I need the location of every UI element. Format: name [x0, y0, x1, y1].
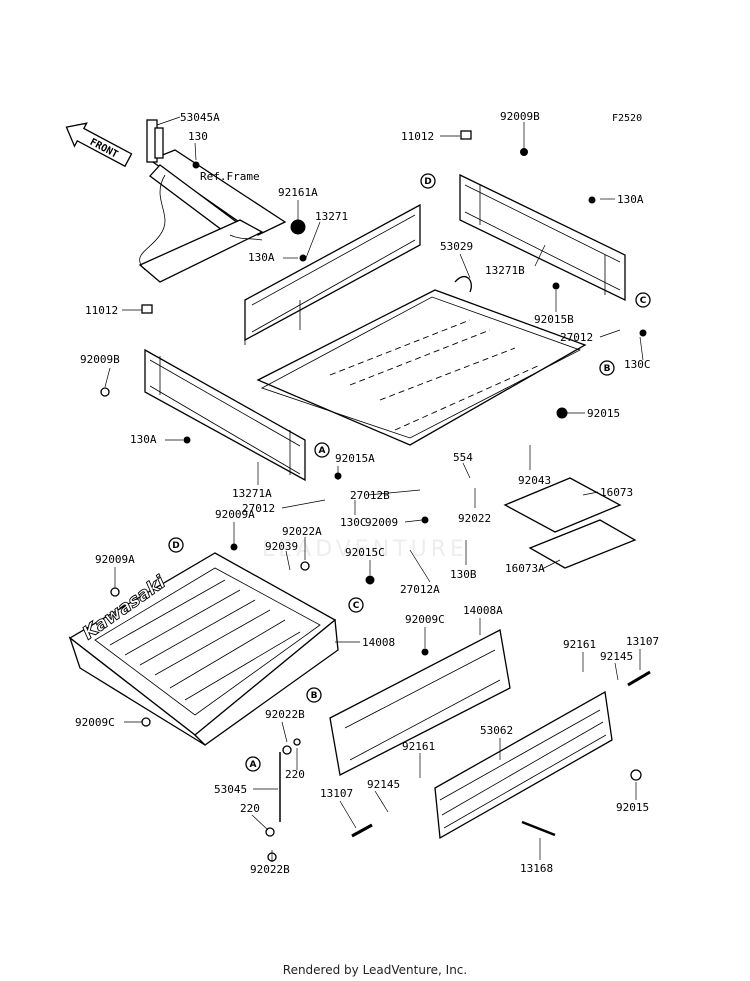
part-label: 13168: [520, 862, 553, 875]
part-label: 92015: [616, 801, 649, 814]
part-label: 53029: [440, 240, 473, 253]
svg-text:B: B: [604, 364, 611, 374]
part-label: 130A: [248, 251, 275, 264]
mat-16073A: [528, 519, 637, 569]
part-label: 27012: [560, 331, 593, 344]
svg-text:A: A: [319, 446, 326, 456]
callout-D-top: D: [420, 173, 436, 189]
front-arrow: FRONT: [65, 122, 133, 168]
footer-credit: Rendered by LeadVenture, Inc.: [282, 963, 468, 977]
svg-text:D: D: [172, 541, 179, 551]
part-label: 53045A: [180, 111, 220, 124]
cap-92161A: [290, 219, 306, 235]
callout-C-bed: C: [348, 597, 364, 613]
part-label: 27012B: [350, 489, 390, 502]
part-label: 13271: [315, 210, 348, 223]
callout-C-right: C: [635, 292, 651, 308]
part-label: 13271A: [232, 487, 272, 500]
part-label: 220: [285, 768, 305, 781]
callout-D-bed: D: [168, 537, 184, 553]
callout-B-bed: B: [306, 687, 322, 703]
callout-A-bottom: A: [245, 756, 261, 772]
mat-16073: [503, 477, 622, 533]
rod-13168: [521, 820, 556, 837]
pin-13107-bottom: [351, 823, 373, 838]
part-label: 11012: [401, 130, 434, 143]
part-label: 13107: [626, 635, 659, 648]
part-label: 92022: [458, 512, 491, 525]
part-label: 130: [188, 130, 208, 143]
part-label: 92022B: [265, 708, 305, 721]
tailgate-panel-14008A: [329, 629, 511, 776]
part-label: 92009A: [95, 553, 135, 566]
part-label: 11012: [85, 304, 118, 317]
callout-A-left: A: [314, 442, 330, 458]
part-label: 16073A: [505, 562, 545, 575]
part-label: 16073: [600, 486, 633, 499]
side-panel-13271: [244, 203, 421, 345]
part-label: 92145: [367, 778, 400, 791]
part-label: 554: [453, 451, 473, 464]
part-label: 130C: [340, 516, 367, 529]
part-label: 130C: [624, 358, 651, 371]
part-label: 92022A: [282, 525, 322, 538]
drawing-code: F2520: [612, 113, 643, 124]
svg-text:C: C: [640, 296, 647, 306]
part-label: 92009: [365, 516, 398, 529]
callout-B-right: B: [599, 360, 615, 376]
part-label: 220: [240, 802, 260, 815]
part-label: 13271B: [485, 264, 525, 277]
part-label: 27012: [242, 502, 275, 515]
part-label: 92161A: [278, 186, 318, 199]
ref-frame-label: Ref.Frame: [200, 170, 260, 183]
part-label: 14008A: [463, 604, 503, 617]
svg-text:D: D: [424, 177, 431, 187]
part-label: 92009B: [500, 110, 540, 123]
part-label: 53045: [214, 783, 247, 796]
svg-text:A: A: [250, 760, 257, 770]
part-label: 130B: [450, 568, 477, 581]
part-label: 53062: [480, 724, 513, 737]
svg-text:C: C: [353, 601, 360, 611]
leader-lines: [104, 116, 644, 862]
part-label: 130A: [130, 433, 157, 446]
part-label: 92161: [563, 638, 596, 651]
ref-frame-drawing: [138, 119, 287, 283]
part-label: 92015A: [335, 452, 375, 465]
watermark: LEADVENTURE: [262, 537, 468, 562]
part-label: 92161: [402, 740, 435, 753]
part-label: 130A: [617, 193, 644, 206]
pin-13107-top: [627, 670, 651, 687]
part-label: 92145: [600, 650, 633, 663]
part-label: 92039: [265, 540, 298, 553]
part-label: 92009C: [405, 613, 445, 626]
part-label: 14008: [362, 636, 395, 649]
bed-floor-53029: [256, 276, 587, 446]
part-label: 13107: [320, 787, 353, 800]
part-label: 92015: [587, 407, 620, 420]
svg-text:B: B: [311, 691, 318, 701]
part-label: 92022B: [250, 863, 290, 876]
side-panel-13271A: [144, 348, 306, 482]
part-label: 92043: [518, 474, 551, 487]
part-label: 92009A: [215, 508, 255, 521]
tailgate-53062: [434, 690, 613, 840]
part-label: 92009C: [75, 716, 115, 729]
part-label: 92015B: [534, 313, 574, 326]
part-label: 92009B: [80, 353, 120, 366]
side-panel-13271B: [459, 173, 626, 302]
part-label: 27012A: [400, 583, 440, 596]
fasteners: [100, 130, 647, 862]
part-label: 92015C: [345, 546, 385, 559]
